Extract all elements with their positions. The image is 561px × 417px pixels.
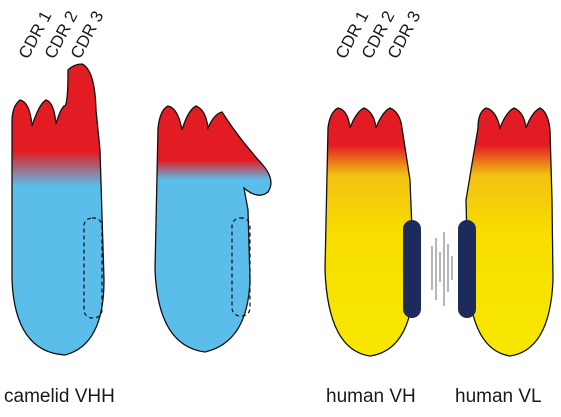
masked-interface-1 (83, 217, 103, 319)
vh-interface-patch (403, 220, 421, 318)
human-vh-domain (324, 107, 421, 357)
camelid-vhh-body-2 (154, 105, 272, 353)
human-vl-domain (458, 107, 554, 357)
camelid-vhh-domain-2 (154, 105, 272, 353)
camelid-vhh-domain-1 (11, 63, 105, 356)
interaction-lines (431, 232, 453, 306)
caption-camelid-vhh: camelid VHH (4, 386, 115, 407)
cdr-labels-right: CDR 1 CDR 2 CDR 3 (332, 8, 425, 62)
human-vl-body (465, 107, 554, 357)
caption-human-vh: human VH (326, 386, 416, 407)
vl-interface-patch (458, 220, 476, 318)
camelid-vhh-body-1 (11, 63, 105, 356)
cdr-labels-left: CDR 1 CDR 2 CDR 3 (15, 8, 108, 62)
masked-interface-2 (231, 217, 251, 317)
human-vh-body (324, 107, 415, 357)
caption-human-vl: human VL (455, 386, 542, 407)
